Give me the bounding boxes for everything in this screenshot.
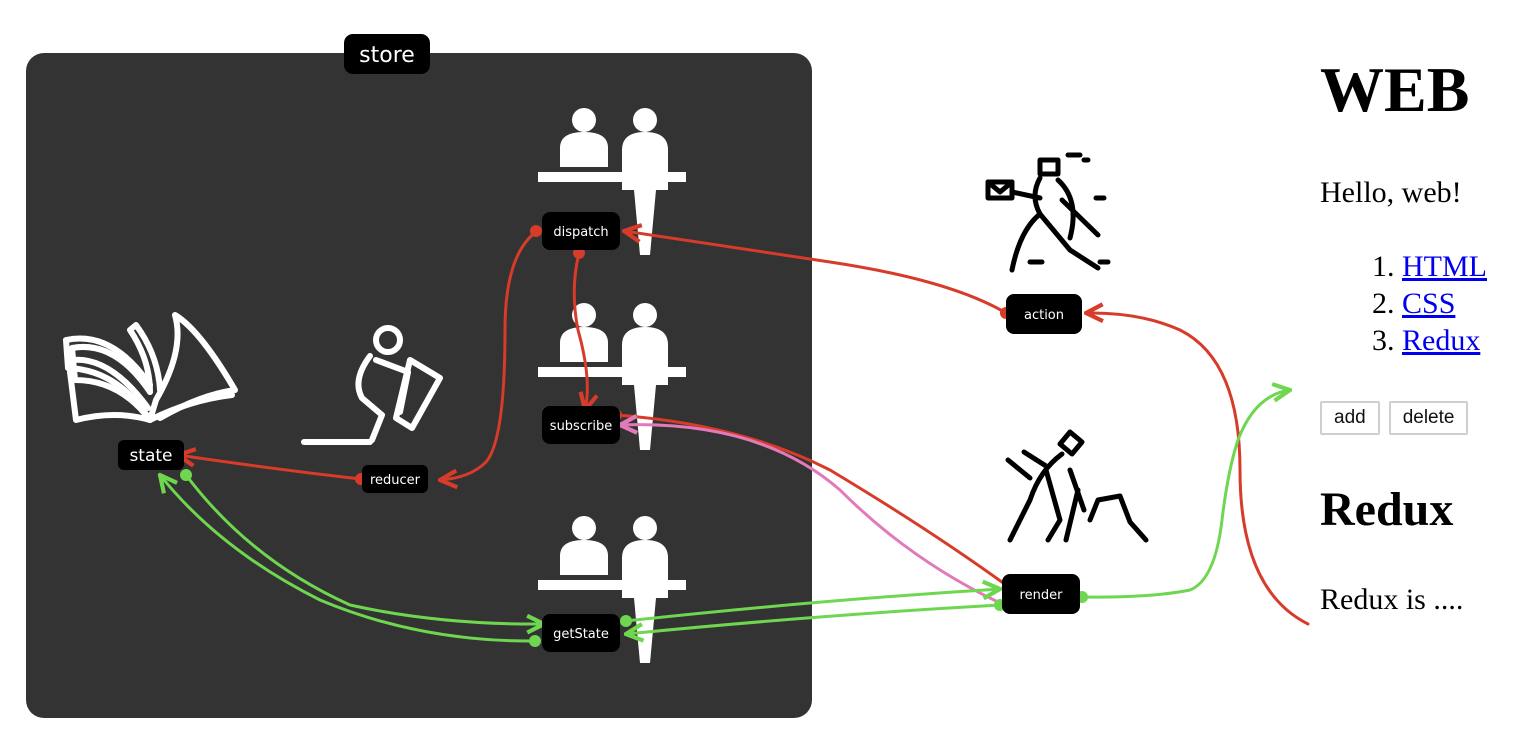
mail-carrier-icon [988, 155, 1108, 270]
store-label-text: store [359, 43, 415, 68]
store-label: store [344, 34, 430, 74]
section-title: Redux [1320, 486, 1453, 534]
node-dispatch-text: dispatch [553, 225, 608, 240]
add-button[interactable]: add [1320, 401, 1380, 435]
node-render-text: render [1020, 588, 1064, 603]
link-redux[interactable]: Redux [1402, 324, 1480, 357]
node-reducer-text: reducer [370, 473, 421, 488]
topic-list: HTML CSS Redux [1358, 248, 1487, 359]
link-css[interactable]: CSS [1402, 287, 1455, 320]
node-getstate: getState [542, 614, 620, 652]
node-action-text: action [1024, 308, 1064, 323]
node-reducer: reducer [362, 465, 428, 493]
greeting-text: Hello, web! [1320, 176, 1462, 210]
node-getstate-text: getState [553, 627, 609, 642]
node-subscribe: subscribe [542, 406, 620, 444]
node-dispatch: dispatch [542, 212, 620, 250]
node-render: render [1002, 574, 1080, 614]
section-text: Redux is .... [1320, 583, 1463, 617]
page-title: WEB [1320, 58, 1469, 122]
node-subscribe-text: subscribe [550, 419, 612, 434]
link-html[interactable]: HTML [1402, 250, 1487, 283]
delete-button[interactable]: delete [1389, 401, 1469, 435]
button-row: add delete [1320, 401, 1468, 435]
web-page-preview: WEB Hello, web! HTML CSS Redux add delet… [1318, 0, 1518, 730]
node-state-text: state [129, 446, 172, 466]
node-action: action [1006, 294, 1082, 334]
list-item: CSS [1402, 285, 1487, 322]
node-state: state [118, 440, 184, 470]
worker-icon [1008, 432, 1146, 540]
list-item: HTML [1402, 248, 1487, 285]
list-item: Redux [1402, 322, 1487, 359]
